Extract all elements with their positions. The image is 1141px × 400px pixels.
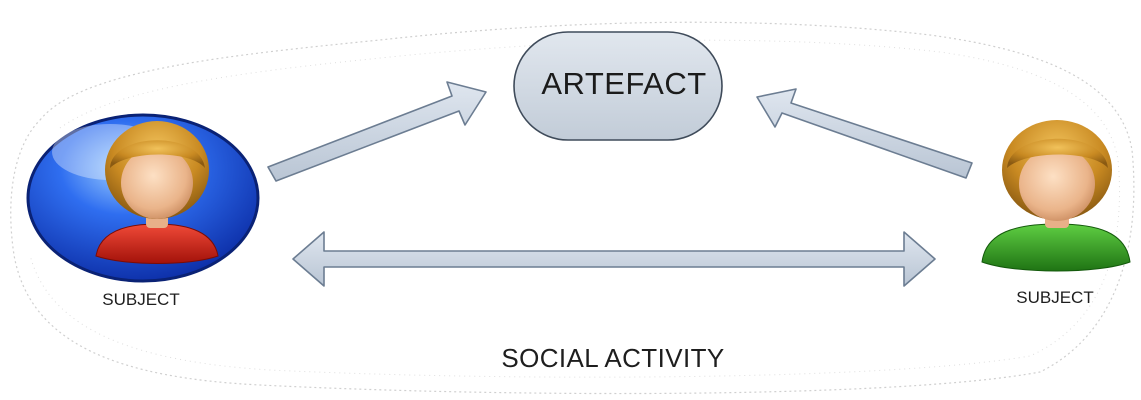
artefact-label: ARTEFACT xyxy=(541,66,707,101)
arrow-right-to-artefact xyxy=(756,88,973,179)
subject-right-avatar xyxy=(981,120,1131,272)
arrow-left-to-artefact xyxy=(267,81,487,182)
subject-right-label: SUBJECT xyxy=(1016,288,1094,307)
subject-left-avatar xyxy=(26,113,260,283)
activity-region-outline-inner xyxy=(29,39,1121,378)
artefact-node xyxy=(513,31,723,141)
social-activity-label: SOCIAL ACTIVITY xyxy=(501,343,725,373)
subject-left-label: SUBJECT xyxy=(102,290,180,309)
arrow-between-subjects xyxy=(292,231,936,287)
